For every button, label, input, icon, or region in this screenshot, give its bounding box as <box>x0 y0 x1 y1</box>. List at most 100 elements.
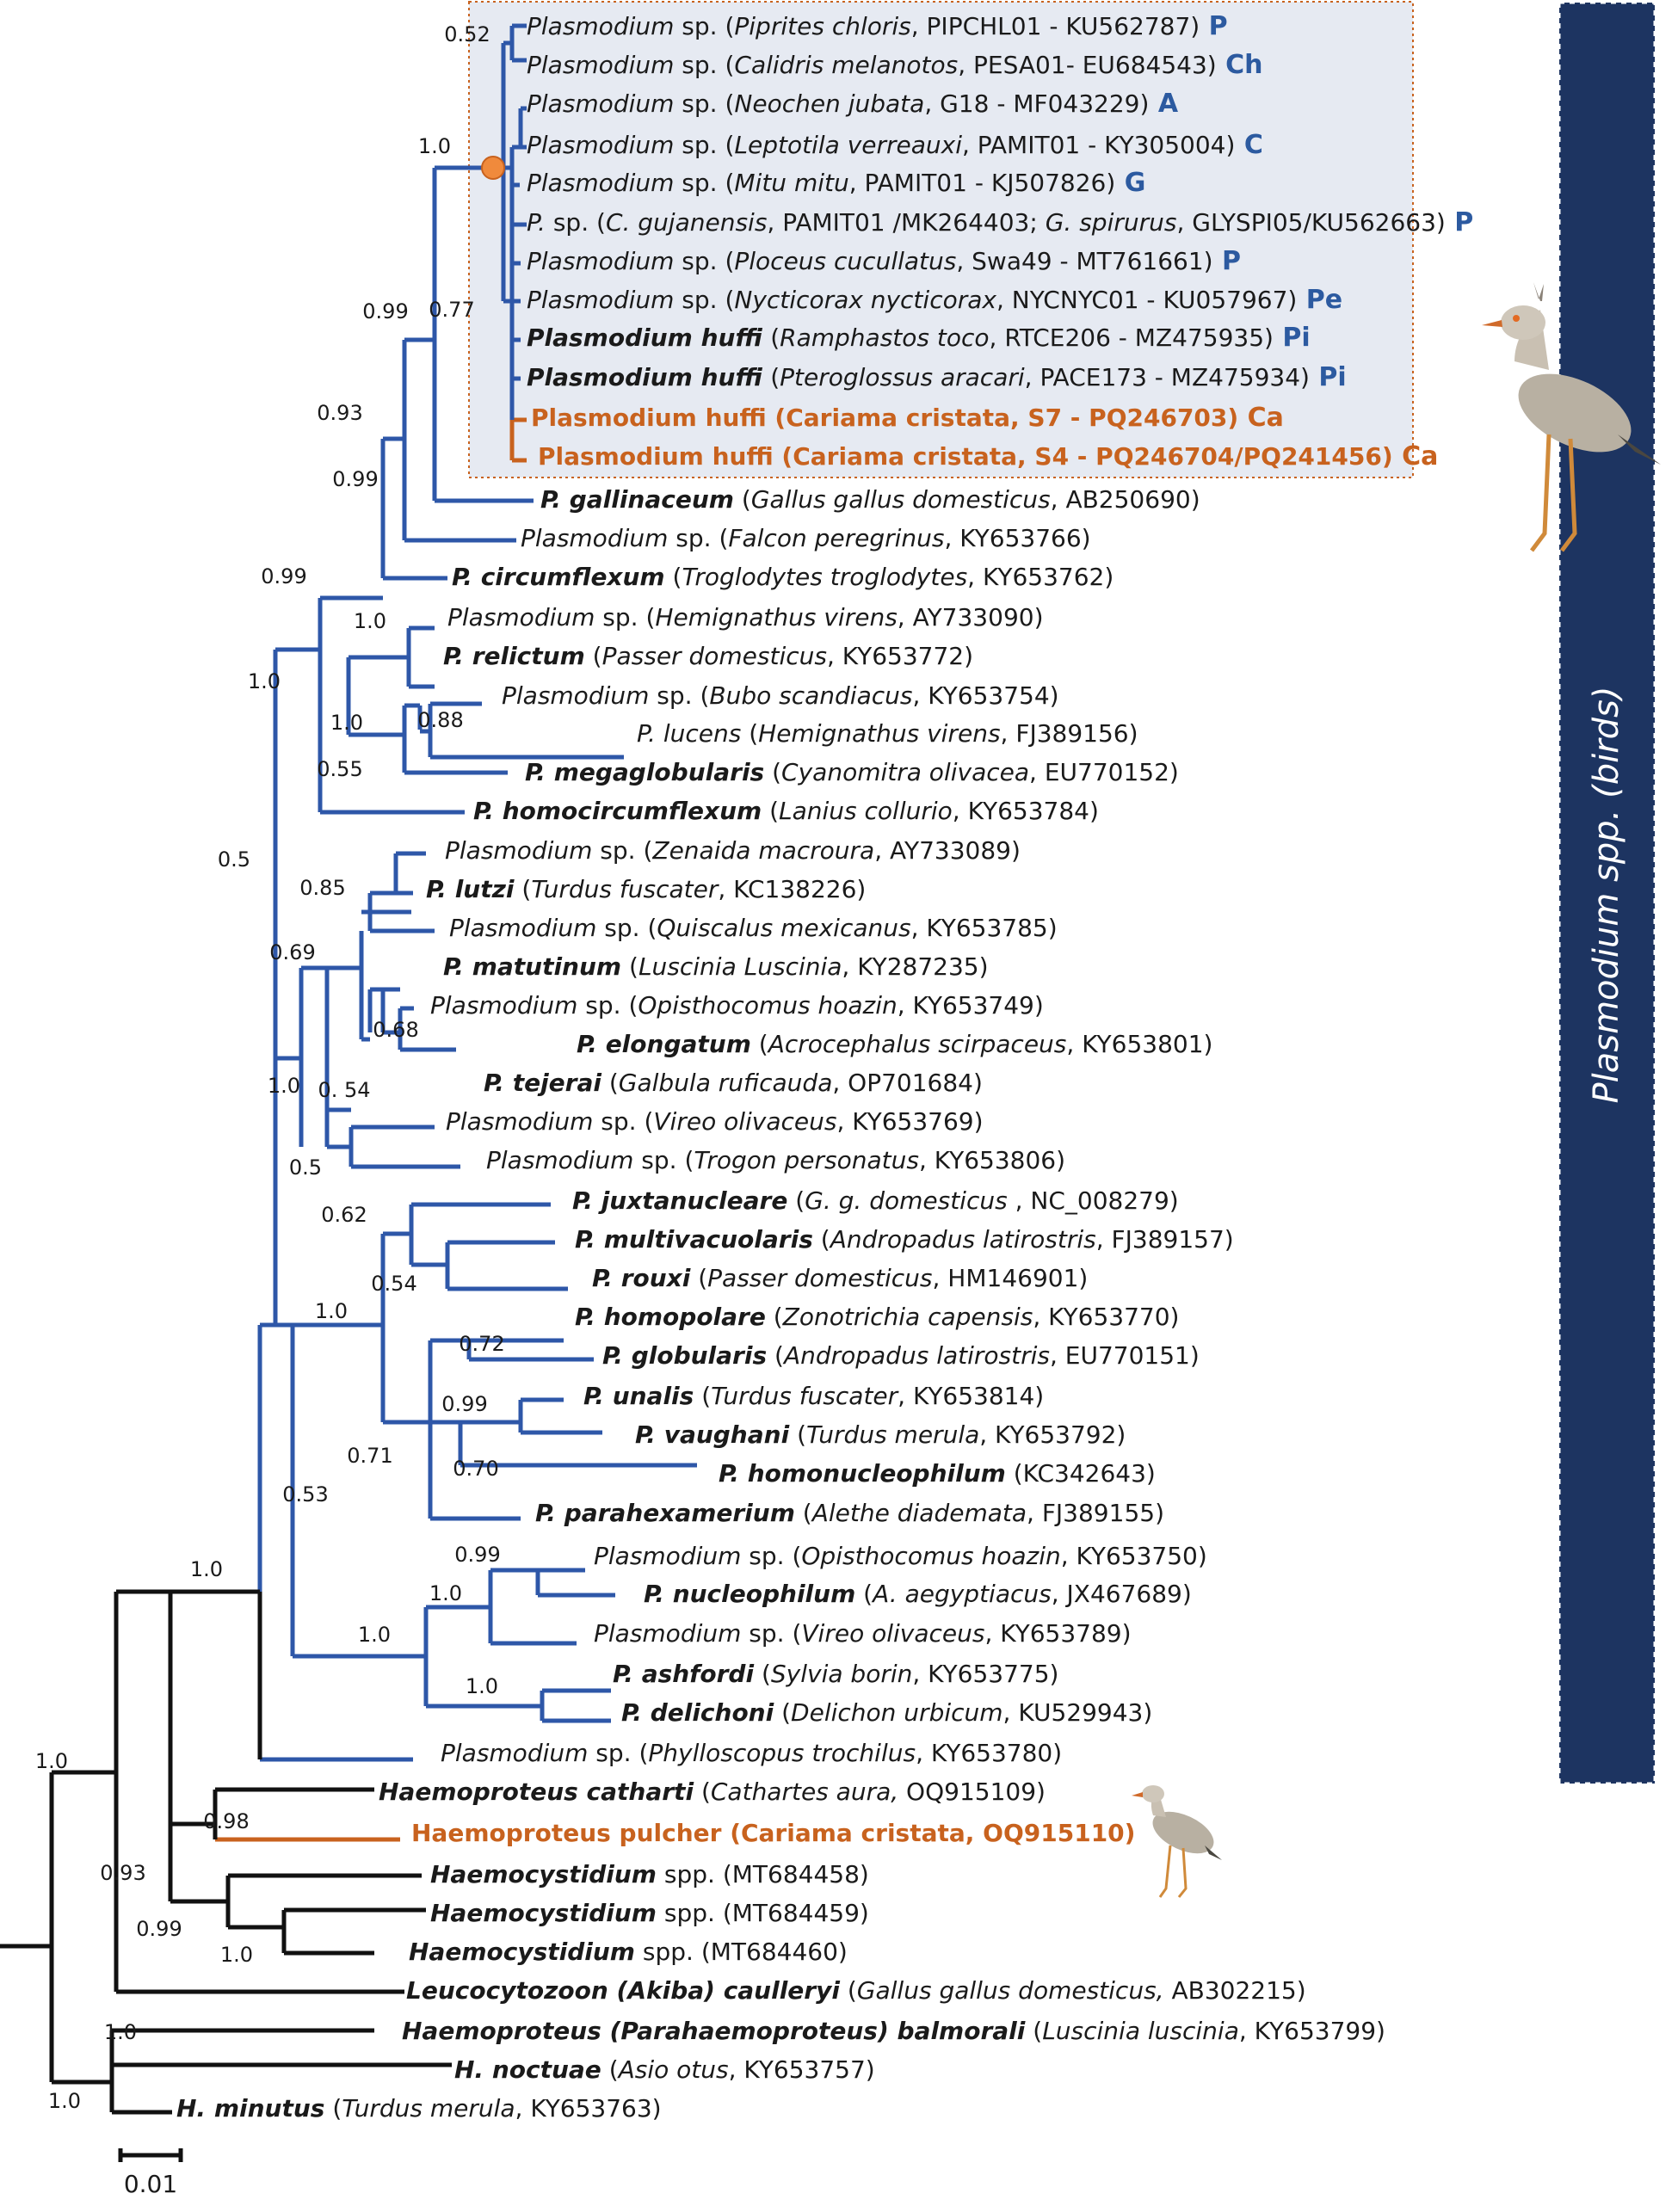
tip-label: P. elongatum (Acrocephalus scirpaceus, K… <box>577 1030 1212 1058</box>
tip-labels: Plasmodium sp. (Piprites chloris, PIPCHL… <box>176 11 1473 2123</box>
support-value: 0.55 <box>317 757 362 781</box>
tip-label: P. homopolare (Zonotrichia capensis, KY6… <box>575 1303 1179 1331</box>
tip-label: P. unalis (Turdus fuscater, KY653814) <box>583 1382 1044 1410</box>
tip-label: Haemoproteus catharti (Cathartes aura, O… <box>379 1778 1046 1806</box>
support-value: 1.0 <box>248 669 281 693</box>
support-value: 0.52 <box>444 22 490 46</box>
tip-label: Plasmodium sp. (Ploceus cucullatus, Swa4… <box>527 246 1241 276</box>
support-value: 0.93 <box>317 401 362 425</box>
support-value: 1.0 <box>104 2020 137 2044</box>
support-value: 1.0 <box>466 1674 498 1698</box>
highlight-box <box>468 1 1414 478</box>
tip-label: P. tejerai (Galbula ruficauda, OP701684) <box>484 1069 983 1097</box>
tip-label: H. minutus (Turdus merula, KY653763) <box>176 2094 662 2123</box>
support-value: 0.85 <box>299 876 345 900</box>
tip-label: Plasmodium huffi (Cariama cristata, S7 -… <box>531 403 1284 433</box>
scale-bar <box>118 2148 183 2162</box>
tip-label: Plasmodium sp. (Piprites chloris, PIPCHL… <box>527 11 1228 41</box>
seriema-bird-icon-small <box>1132 1785 1222 1898</box>
tip-label: P. lutzi (Turdus fuscater, KC138226) <box>426 875 866 903</box>
tip-label: Plasmodium sp. (Vireo olivaceus, KY65378… <box>594 1619 1132 1648</box>
support-value: 0.54 <box>371 1272 416 1296</box>
tip-label: H. noctuae (Asio otus, KY653757) <box>454 2055 875 2084</box>
support-value: 0.93 <box>100 1861 145 1885</box>
support-value: 1.0 <box>48 2089 81 2113</box>
support-value: 1.0 <box>35 1749 68 1773</box>
tip-label: Plasmodium sp. (Neochen jubata, G18 - MF… <box>527 89 1179 119</box>
support-value: 0.53 <box>282 1482 328 1507</box>
tip-label: P. juxtanucleare (G. g. domesticus , NC_… <box>572 1186 1179 1215</box>
tip-label: Haemocystidium spp. (MT684458) <box>430 1860 869 1889</box>
tip-label: Leucocytozoon (Akiba) caulleryi (Gallus … <box>406 1976 1306 2005</box>
support-value: 1.0 <box>330 711 363 735</box>
tip-label: Plasmodium sp. (Calidris melanotos, PESA… <box>527 50 1263 80</box>
support-value: 0.98 <box>203 1809 249 1833</box>
tip-label: P. relictum (Passer domesticus, KY653772… <box>443 642 973 670</box>
tip-label: Plasmodium sp. (Vireo olivaceus, KY65376… <box>446 1107 984 1136</box>
support-value: 1.0 <box>315 1299 348 1323</box>
tip-label: P. homonucleophilum (KC342643) <box>719 1459 1156 1488</box>
tip-label: P. multivacuolaris (Andropadus latirostr… <box>575 1225 1234 1254</box>
tip-label: Haemocystidium spp. (MT684460) <box>409 1938 848 1966</box>
support-value: 0.99 <box>441 1392 487 1416</box>
tip-label: Plasmodium sp. (Opisthocomus hoazin, KY6… <box>430 991 1044 1020</box>
support-value: 1.0 <box>354 609 386 633</box>
clade-label: Plasmodium spp. (birds) <box>1587 687 1626 1104</box>
tip-label: P. gallinaceum (Gallus gallus domesticus… <box>540 485 1200 514</box>
tip-label: P. lucens (Hemignathus virens, FJ389156) <box>637 719 1138 748</box>
tip-label: Plasmodium sp. (Hemignathus virens, AY73… <box>447 603 1044 632</box>
tip-label: Plasmodium huffi (Ramphastos toco, RTCE2… <box>527 323 1311 353</box>
support-value: 0. 54 <box>318 1078 370 1102</box>
tip-label: P. vaughani (Turdus merula, KY653792) <box>635 1420 1126 1449</box>
support-value: 0.5 <box>218 847 250 872</box>
tip-label: Plasmodium sp. (Opisthocomus hoazin, KY6… <box>594 1542 1207 1570</box>
support-value: 0.99 <box>136 1917 182 1941</box>
support-value: 0.77 <box>429 298 474 322</box>
support-value: 1.0 <box>429 1581 462 1605</box>
support-value: 0.99 <box>454 1543 500 1567</box>
plasmodium-branches <box>257 23 697 1762</box>
tip-label: Plasmodium sp. (Phylloscopus trochilus, … <box>441 1739 1062 1767</box>
tip-label: Haemoproteus (Parahaemoproteus) balmoral… <box>402 2017 1385 2045</box>
scale-bar-label: 0.01 <box>124 2170 177 2198</box>
tip-label: Plasmodium sp. (Zenaida macroura, AY7330… <box>445 836 1021 865</box>
support-value: 0.68 <box>373 1018 418 1042</box>
tip-label: P. globularis (Andropadus latirostris, E… <box>602 1341 1200 1370</box>
support-value: 1.0 <box>220 1943 253 1967</box>
tip-label: P. homocircumflexum (Lanius collurio, KY… <box>473 797 1099 825</box>
tip-label: Haemocystidium spp. (MT684459) <box>430 1899 869 1927</box>
support-value: 0.69 <box>269 940 315 964</box>
tip-label: Plasmodium sp. (Leptotila verreauxi, PAM… <box>527 130 1263 160</box>
support-value: 0.71 <box>347 1444 392 1468</box>
support-value: 1.0 <box>268 1074 300 1098</box>
tip-label: Plasmodium huffi (Cariama cristata, S4 -… <box>538 441 1438 471</box>
tip-label: Plasmodium sp. (Mitu mitu, PAMIT01 - KJ5… <box>527 168 1145 198</box>
node-marker <box>481 156 505 180</box>
tip-label: P. delichoni (Delichon urbicum, KU529943… <box>621 1698 1152 1727</box>
tip-label: Plasmodium sp. (Quiscalus mexicanus, KY6… <box>449 914 1058 942</box>
tip-label: P. megaglobularis (Cyanomitra olivacea, … <box>525 758 1179 786</box>
support-value: 1.0 <box>418 134 451 158</box>
tip-label: Plasmodium sp. (Falcon peregrinus, KY653… <box>521 524 1091 552</box>
support-values: 0.52 1.0 0.77 0.99 0.93 0.99 0.99 1.0 1.0 1.0 0.88… <box>35 22 505 2113</box>
support-value: 0.99 <box>362 299 408 323</box>
tip-label: P. ashfordi (Sylvia borin, KY653775) <box>613 1660 1058 1688</box>
support-value: 0.5 <box>289 1155 322 1180</box>
tip-label: Plasmodium huffi (Pteroglossus aracari, … <box>527 362 1347 392</box>
tip-label: P. rouxi (Passer domesticus, HM146901) <box>592 1264 1088 1292</box>
tip-label: P. matutinum (Luscinia Luscinia, KY28723… <box>443 952 989 981</box>
clade-bar <box>1558 1 1656 1785</box>
tip-label: P. circumflexum (Troglodytes troglodytes… <box>452 563 1114 591</box>
support-value: 0.88 <box>417 708 463 732</box>
outgroup-branches <box>0 1589 452 2162</box>
support-value: 0.70 <box>453 1457 498 1481</box>
tip-label: P. nucleophilum (A. aegyptiacus, JX46768… <box>644 1580 1192 1608</box>
highlight-branches <box>215 417 527 1842</box>
tip-label: P. sp. (C. gujanensis, PAMIT01 /MK264403… <box>527 207 1473 237</box>
support-value: 0.99 <box>261 564 306 588</box>
support-value: 1.0 <box>358 1623 391 1647</box>
tip-label: Plasmodium sp. (Trogon personatus, KY653… <box>486 1146 1065 1174</box>
tip-label: P. parahexamerium (Alethe diademata, FJ3… <box>535 1499 1164 1527</box>
